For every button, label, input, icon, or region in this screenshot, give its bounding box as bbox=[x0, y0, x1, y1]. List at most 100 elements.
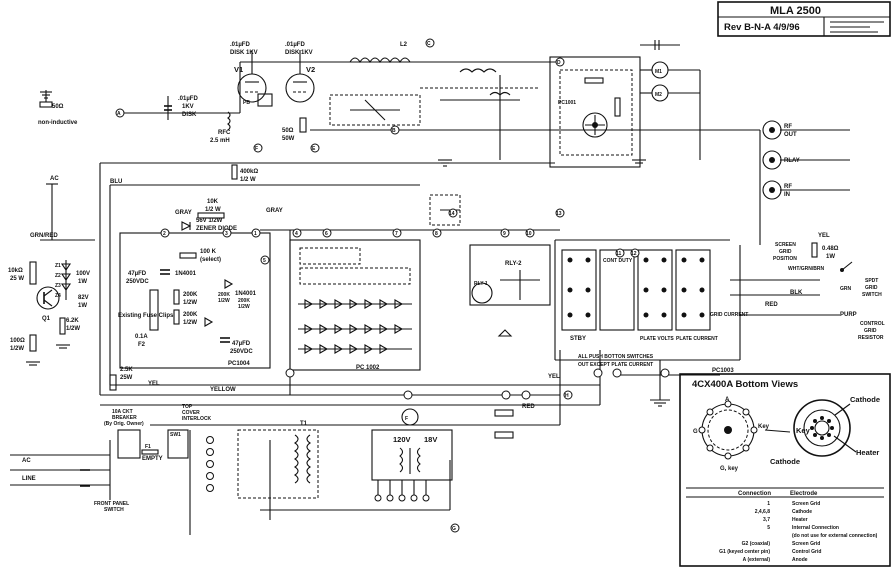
cap-47-a: 47µFD bbox=[128, 271, 147, 277]
cap-01c-type: DISK bbox=[182, 112, 197, 118]
resistor-400k: 400kΩ bbox=[240, 169, 258, 175]
rf-out-jack[interactable] bbox=[762, 120, 782, 140]
wire-gray-b: GRAY bbox=[266, 208, 283, 214]
resistor-100k: 100 K bbox=[200, 249, 217, 255]
control-1: CONTROL bbox=[860, 321, 885, 327]
resistor-100k-note: (select) bbox=[200, 257, 221, 263]
switch-plate-current[interactable] bbox=[675, 249, 711, 331]
interlock-3: INTERLOCK bbox=[182, 416, 212, 422]
zener-82v-rating: 1W bbox=[78, 303, 87, 309]
resistor-10k: 10K bbox=[207, 199, 219, 205]
table-row-2-conn: 2,4,6,8 bbox=[755, 509, 771, 515]
table-row-5-elec: (do not use for external connection) bbox=[792, 533, 878, 539]
pc1001-label: PC1001 bbox=[558, 100, 576, 106]
rfc-label: RFC bbox=[218, 130, 231, 136]
wire-grn-red: GRN/RED bbox=[30, 233, 58, 239]
cap-01a-rating: DISK 1KV bbox=[230, 50, 258, 56]
resistor-6-2k-rating: 1/2W bbox=[66, 326, 80, 332]
svg-text:F: F bbox=[405, 416, 408, 422]
node-a: A bbox=[117, 111, 121, 117]
line-label: LINE bbox=[22, 476, 36, 482]
rf-out-label-2: OUT bbox=[784, 132, 797, 138]
inductor-l2 bbox=[349, 57, 411, 64]
zener-z2: Z2 bbox=[55, 273, 61, 279]
revision: Rev B-N-A 4/9/96 bbox=[724, 22, 800, 33]
cap-01a: .01µFD bbox=[230, 42, 250, 48]
zener-label: ZENER DIODE bbox=[196, 226, 237, 232]
resistor-10k-rating: 1/2 W bbox=[205, 207, 221, 213]
zener-rating: 56V 1/2W bbox=[196, 218, 223, 224]
wire-red-a: RED bbox=[765, 302, 778, 308]
control-grid-section: YEL SCREEN GRID POSITION 0.48Ω 1W WHT/GR… bbox=[765, 233, 885, 341]
resistor-0-48-rating: 1W bbox=[826, 254, 835, 260]
table-row-7-elec: Control Grid bbox=[792, 549, 821, 555]
tube-panel-heading: 4CX400A Bottom Views bbox=[692, 379, 798, 390]
rf-in-label-2: IN bbox=[784, 192, 790, 198]
node-8: 8 bbox=[435, 231, 438, 237]
screen-grid-2: GRID bbox=[779, 249, 792, 255]
rf-in-jack[interactable] bbox=[762, 180, 782, 200]
zener-z3: Z3 bbox=[55, 283, 61, 289]
transformer-120v: 120V bbox=[393, 435, 411, 444]
table-row-8-elec: Anode bbox=[792, 557, 808, 563]
fuse-clips-label: Existing Fuse Clips bbox=[118, 313, 174, 319]
ac-small-label: AC bbox=[50, 176, 59, 182]
node-7: 7 bbox=[395, 231, 398, 237]
node-9: 9 bbox=[503, 231, 506, 237]
resistor-0-48: 0.48Ω bbox=[822, 246, 839, 252]
switch-stby-label: STBY bbox=[570, 336, 586, 342]
node-f: F bbox=[255, 146, 258, 152]
node-d: D bbox=[557, 60, 561, 66]
cathode-bottom-label: Cathode bbox=[770, 457, 800, 466]
switch-plate-volts[interactable] bbox=[637, 249, 673, 331]
ground-symbols bbox=[438, 159, 670, 407]
resistor-200k-a-rating: 1/2W bbox=[183, 300, 197, 306]
col-connection: Connection bbox=[738, 491, 771, 497]
resistor-200k-c: 200K bbox=[218, 292, 230, 298]
tube-v1 bbox=[237, 73, 267, 103]
switch-sw1: SW1 bbox=[170, 432, 181, 438]
title-block: MLA 2500 Rev B-N-A 4/9/96 bbox=[717, 1, 891, 37]
resistor-100-ohm-rating: 1/2W bbox=[10, 346, 24, 352]
ac-label: AC bbox=[22, 458, 31, 464]
circuit-breaker[interactable] bbox=[117, 429, 141, 459]
wire-gray-a: GRAY bbox=[175, 210, 192, 216]
node-h: H bbox=[565, 393, 569, 399]
screen-grid-1: SCREEN bbox=[775, 242, 796, 248]
resistor-50-ohm-a-note: non-inductive bbox=[38, 120, 78, 126]
q1-regulator: AC GRN/RED 10kΩ 25 W Q1 Z1 Z2 Z3 Z4 100V… bbox=[8, 176, 95, 366]
interlock-switch[interactable] bbox=[167, 429, 189, 459]
transformer-t1: T1 bbox=[300, 421, 308, 427]
wire-yel-b: YEL bbox=[548, 374, 560, 380]
table-row-7-conn: G1 (keyed center pin) bbox=[719, 549, 770, 555]
zener-z4: Z4 bbox=[55, 293, 61, 299]
resistor-6-2k: 6.2K bbox=[66, 318, 79, 324]
pc1002-label: PC 1002 bbox=[356, 365, 380, 371]
model-name: MLA 2500 bbox=[770, 5, 821, 17]
rf-in-label-1: RF bbox=[784, 184, 792, 190]
tube-base-panel: 4CX400A Bottom Views A G G, key Key Cath… bbox=[679, 373, 891, 567]
cap-01c: .01µFD bbox=[178, 96, 198, 102]
node-5: 5 bbox=[263, 258, 266, 264]
pc1003-label: PC1003 bbox=[712, 368, 734, 374]
diode-1n4001-b: 1N4001 bbox=[235, 291, 257, 297]
diode-ladder bbox=[298, 299, 412, 354]
node-11: 11 bbox=[616, 251, 622, 257]
key-label: Key bbox=[758, 424, 770, 430]
relay-jack-label: RLAY bbox=[784, 158, 800, 164]
switch-stby[interactable] bbox=[561, 249, 597, 331]
table-row-3-conn: 3,7 bbox=[763, 517, 770, 523]
zener-100v-rating: 1W bbox=[78, 279, 87, 285]
inductor-l2-label: L2 bbox=[400, 42, 408, 48]
resistor-50-ohm-b: 50Ω bbox=[282, 128, 294, 134]
switch-plate-volts-label: PLATE VOLTS bbox=[640, 336, 674, 342]
front-panel-1: FRONT PANEL bbox=[94, 501, 129, 507]
resistor-200k-d: 200K bbox=[238, 298, 250, 304]
rf-connectors: RF OUT RLAY RF IN bbox=[762, 120, 800, 200]
transistor-q1-label: Q1 bbox=[42, 316, 51, 322]
zener-z1: Z1 bbox=[55, 263, 61, 269]
meter-m1-label: M1 bbox=[655, 69, 662, 75]
resistor-100-ohm: 100Ω bbox=[10, 338, 25, 344]
relay-jack[interactable] bbox=[762, 150, 782, 170]
